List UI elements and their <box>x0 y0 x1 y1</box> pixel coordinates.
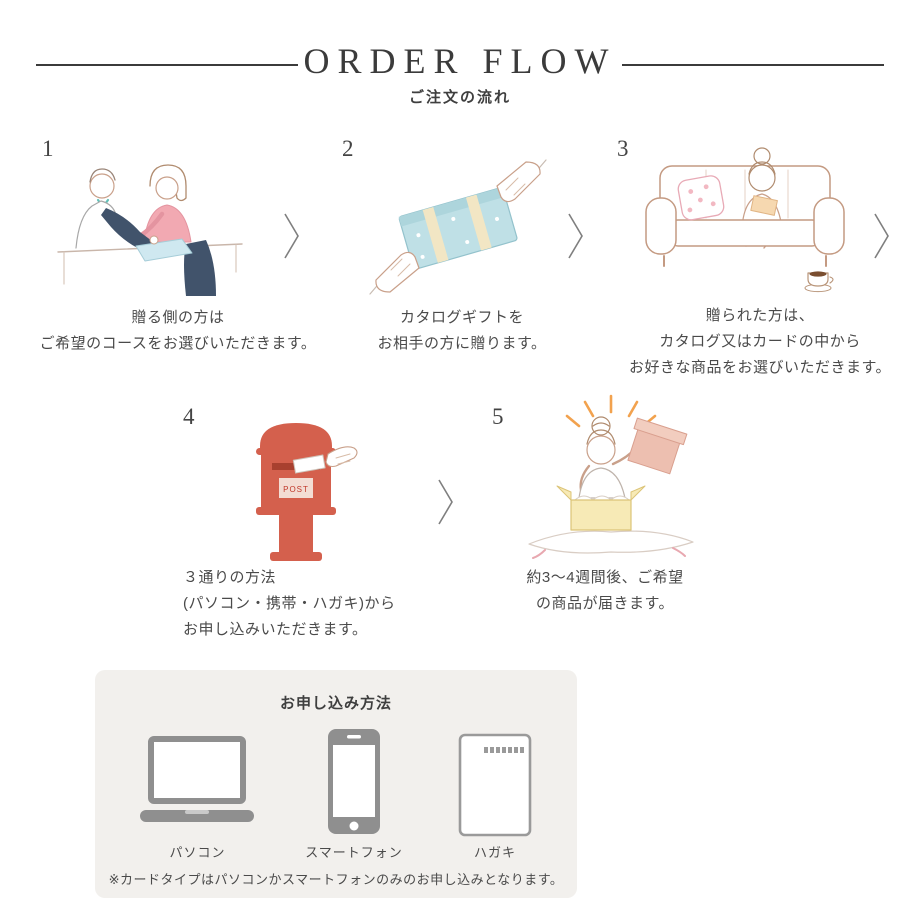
apply-methods-panel: お申し込み方法 パソコン スマートフォン ハガキ ※カー <box>95 670 577 898</box>
caption-line: 贈る側の方は <box>131 309 225 326</box>
caption-line: お好きな商品をお選びいただきます。 <box>628 359 891 376</box>
caption-line: 贈られた方は、 <box>705 307 815 324</box>
caption-line: の商品が届きます。 <box>535 595 674 612</box>
caption-line: カタログ又はカードの中から <box>659 333 861 350</box>
chevron-right-icon <box>568 213 583 259</box>
apply-methods-title: お申し込み方法 <box>279 695 392 712</box>
method-label-postcard: ハガキ <box>473 845 516 860</box>
caption-line: (パソコン・携帯・ハガキ)から <box>183 595 396 612</box>
choose-course-illustration <box>57 164 243 296</box>
step1-caption: 贈る側の方は ご希望のコースをお選びいただきます。 <box>8 305 348 357</box>
postbox-post-label: POST <box>283 485 309 494</box>
step3-caption: 贈られた方は、 カタログ又はカードの中から お好きな商品をお選びいただきます。 <box>600 303 920 381</box>
laptop-icon <box>140 736 254 822</box>
method-label-pc: パソコン <box>169 845 226 860</box>
step2-number: 2 <box>342 136 354 161</box>
caption-line: カタログギフトを <box>399 309 524 326</box>
chevron-right-icon <box>438 479 453 525</box>
receive-gift-illustration <box>528 394 694 559</box>
step2-caption: カタログギフトを お相手の方に贈ります。 <box>347 305 577 357</box>
step5-number: 5 <box>492 404 504 429</box>
give-gift-illustration <box>369 159 547 295</box>
chevron-right-icon <box>284 213 299 259</box>
step3-number: 3 <box>617 136 629 161</box>
step4-caption: ３通りの方法 (パソコン・携帯・ハガキ)から お申し込みいただきます。 <box>183 565 453 643</box>
title-rule-left <box>36 64 298 66</box>
caption-line: ３通りの方法 <box>183 569 277 586</box>
method-label-smartphone: スマートフォン <box>305 845 403 860</box>
page-subtitle: ご注文の流れ <box>408 89 511 106</box>
caption-line: ご希望のコースをお選びいただきます。 <box>39 335 317 352</box>
postbox-illustration: POST <box>256 423 358 561</box>
caption-line: お相手の方に贈ります。 <box>377 335 547 352</box>
caption-line: お申し込みいただきます。 <box>183 621 368 638</box>
apply-note: ※カードタイプはパソコンかスマートフォンのみのお申し込みとなります。 <box>108 872 564 887</box>
step5-caption: 約3〜4週間後、ご希望 の商品が届きます。 <box>485 565 725 617</box>
chevron-right-icon <box>874 213 889 259</box>
smartphone-icon <box>328 729 380 834</box>
title-rule-right <box>622 64 884 66</box>
step4-number: 4 <box>183 404 195 429</box>
caption-line: 約3〜4週間後、ご希望 <box>526 569 684 586</box>
postcard-icon <box>458 733 532 837</box>
page-title: ORDER FLOW <box>303 41 617 81</box>
step1-number: 1 <box>42 136 54 161</box>
browse-catalog-illustration <box>645 147 845 293</box>
